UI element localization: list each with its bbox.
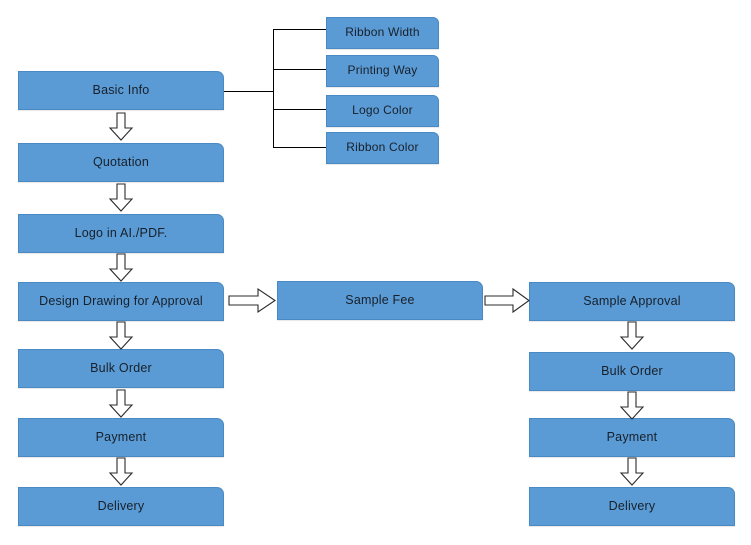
node-payment-left[interactable]: Payment: [18, 418, 224, 457]
connector-branch-logo-color: [273, 109, 326, 110]
node-label: Ribbon Width: [345, 25, 420, 40]
node-delivery-right[interactable]: Delivery: [529, 487, 735, 526]
arrow-right-icon-sample-fee-to-sample-approval: [484, 286, 532, 316]
node-label: Design Drawing for Approval: [39, 293, 203, 308]
arrow-down-icon-logo-to-design: [106, 253, 136, 283]
node-logo-color[interactable]: Logo Color: [326, 95, 439, 127]
connector-basic-info-trunk: [224, 91, 273, 92]
arrow-down-icon-design-to-bulk-order-left: [106, 321, 136, 351]
connector-branch-ribbon-width: [273, 29, 326, 30]
node-label: Ribbon Color: [346, 140, 419, 155]
node-quotation[interactable]: Quotation: [18, 143, 224, 182]
node-label: Sample Fee: [345, 292, 415, 307]
node-ribbon-color[interactable]: Ribbon Color: [326, 132, 439, 164]
arrow-down-icon-payment-right-to-delivery-right: [617, 457, 647, 487]
node-label: Sample Approval: [583, 293, 681, 308]
node-label: Delivery: [608, 498, 656, 513]
node-bulk-order-right[interactable]: Bulk Order: [529, 352, 735, 391]
node-label: Bulk Order: [601, 363, 663, 378]
connector-branch-printing-way: [273, 69, 326, 70]
node-label: Basic Info: [92, 82, 150, 97]
arrow-right-icon-design-to-sample-fee: [228, 286, 278, 316]
node-label: Payment: [606, 429, 658, 444]
connector-branch-spine: [273, 29, 274, 148]
arrow-down-icon-basic-info-to-quotation: [106, 112, 136, 142]
node-sample-fee[interactable]: Sample Fee: [277, 281, 483, 320]
node-delivery-left[interactable]: Delivery: [18, 487, 224, 526]
node-label: Payment: [95, 429, 147, 444]
node-ribbon-width[interactable]: Ribbon Width: [326, 17, 439, 49]
node-payment-right[interactable]: Payment: [529, 418, 735, 457]
node-label: Bulk Order: [90, 360, 152, 375]
node-label: Logo Color: [352, 103, 413, 118]
arrow-down-icon-bulk-order-left-to-payment-left: [106, 389, 136, 419]
node-label: Logo in AI./PDF.: [74, 225, 168, 240]
node-logo-in-ai-pdf[interactable]: Logo in AI./PDF.: [18, 214, 224, 253]
arrow-down-icon-sample-approval-to-bulk-order-right: [617, 321, 647, 351]
node-sample-approval[interactable]: Sample Approval: [529, 282, 735, 321]
node-label: Delivery: [97, 498, 145, 513]
node-bulk-order-left[interactable]: Bulk Order: [18, 349, 224, 388]
node-basic-info[interactable]: Basic Info: [18, 71, 224, 110]
node-label: Printing Way: [347, 63, 418, 78]
node-label: Quotation: [92, 154, 149, 169]
node-printing-way[interactable]: Printing Way: [326, 55, 439, 87]
arrow-down-icon-bulk-order-right-to-payment-right: [617, 391, 647, 421]
arrow-down-icon-quotation-to-logo: [106, 183, 136, 213]
arrow-down-icon-payment-left-to-delivery-left: [106, 457, 136, 487]
connector-branch-ribbon-color: [273, 147, 326, 148]
node-design-drawing-for-approval[interactable]: Design Drawing for Approval: [18, 282, 224, 321]
